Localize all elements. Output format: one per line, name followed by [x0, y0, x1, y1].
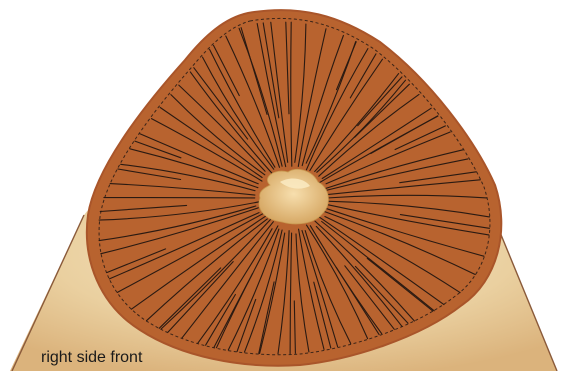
- view-caption: right side front: [41, 349, 142, 367]
